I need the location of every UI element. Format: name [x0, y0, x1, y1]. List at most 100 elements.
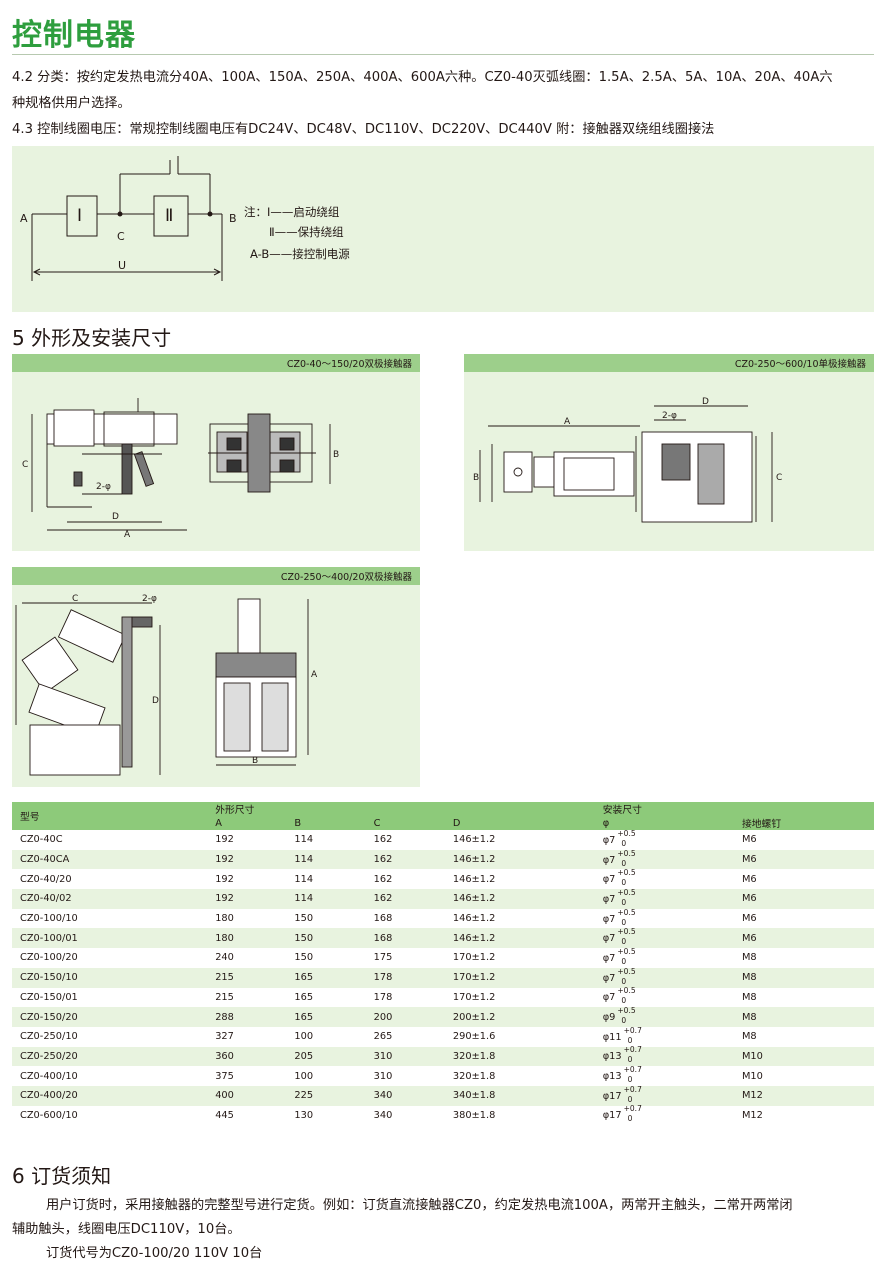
phi-value: φ7	[602, 952, 616, 964]
cell-screw: M6	[733, 928, 874, 949]
cell-c: 162	[365, 869, 445, 890]
tolerance-lower: 0	[621, 878, 627, 888]
cell-c: 162	[365, 830, 445, 850]
cell-c: 162	[365, 889, 445, 909]
cell-a: 445	[207, 1105, 287, 1126]
cell-screw: M6	[733, 869, 874, 890]
cell-model: CZ0-40CA	[12, 849, 208, 870]
cell-model: CZ0-100/20	[12, 948, 208, 968]
tolerance-upper: +0.5	[617, 868, 636, 878]
cell-c: 265	[365, 1026, 445, 1047]
tolerance-lower: 0	[621, 917, 627, 927]
phi-value: φ7	[602, 992, 616, 1004]
cell-screw: M6	[733, 908, 874, 929]
tolerance-lower: 0	[621, 838, 627, 848]
cell-screw: M12	[733, 1085, 874, 1106]
phi-value: φ7	[602, 933, 616, 945]
cell-c: 310	[365, 1046, 445, 1067]
phi-value: φ7	[602, 834, 616, 846]
cell-screw: M8	[733, 967, 874, 988]
tolerance-upper: +0.5	[617, 828, 636, 838]
dim-d-1: D	[112, 512, 119, 522]
tolerance-lower: 0	[627, 1114, 633, 1124]
cell-model: CZ0-100/10	[12, 908, 208, 929]
cell-a: 360	[207, 1046, 287, 1067]
tolerance-upper: +0.5	[617, 1006, 636, 1016]
dim-phi-3: 2-φ	[142, 594, 157, 604]
note-hold-winding: Ⅱ——保持绕组	[269, 225, 344, 239]
th-c: C	[365, 816, 445, 830]
tolerance-upper: +0.5	[617, 966, 636, 976]
cell-a: 288	[207, 1007, 287, 1027]
cell-model: CZ0-600/10	[12, 1105, 208, 1126]
tolerance-lower: 0	[621, 1016, 627, 1026]
cell-d: 146±1.2	[444, 928, 595, 949]
phi-value: φ13	[602, 1051, 622, 1063]
cell-b: 114	[286, 889, 366, 909]
cell-screw: M8	[733, 1026, 874, 1047]
cell-a: 215	[207, 967, 287, 988]
phi-value: φ17	[602, 1110, 622, 1122]
cell-c: 168	[365, 908, 445, 929]
dim-b-2: B	[473, 473, 479, 483]
cell-a: 327	[207, 1026, 287, 1047]
th-b: B	[286, 816, 366, 830]
cell-model: CZ0-40/02	[12, 889, 208, 909]
cell-d: 320±1.8	[444, 1046, 595, 1067]
cell-b: 165	[286, 967, 366, 988]
cell-b: 150	[286, 908, 366, 929]
cell-d: 200±1.2	[444, 1007, 595, 1027]
cell-model: CZ0-150/01	[12, 987, 208, 1008]
phi-value: φ7	[602, 972, 616, 984]
cell-b: 100	[286, 1066, 366, 1086]
panel-3-title: CZ0-250～400/20双极接触器	[280, 572, 412, 583]
coil-wiring-diagram: A B C U Ⅰ Ⅱ 注：Ⅰ——启动绕组 Ⅱ——保持绕组 A-B——接控制电源	[20, 156, 350, 281]
label-u: U	[118, 259, 126, 272]
cell-c: 340	[365, 1085, 445, 1106]
cell-d: 146±1.2	[444, 849, 595, 870]
tolerance-upper: +0.7	[623, 1104, 642, 1114]
cell-c: 310	[365, 1066, 445, 1086]
label-b: B	[229, 212, 237, 225]
dim-b-1: B	[333, 450, 339, 460]
coil-1-label: Ⅰ	[77, 206, 82, 226]
th-d: D	[444, 816, 595, 830]
order-para-1-cont: 辅助触头，线圈电压DC110V，10台。	[12, 1222, 241, 1237]
cell-screw: M10	[733, 1066, 874, 1086]
phi-value: φ9	[602, 1012, 616, 1024]
section-6-heading: 6 订货须知	[12, 1164, 112, 1188]
cell-b: 100	[286, 1026, 366, 1047]
tolerance-lower: 0	[627, 1055, 633, 1065]
para-4-2-cont: 种规格供用户选择。	[12, 96, 131, 111]
dim-c-3: C	[72, 594, 78, 604]
cell-d: 320±1.8	[444, 1066, 595, 1086]
para-4-2: 4.2 分类：按约定发热电流分40A、100A、150A、250A、400A、6…	[12, 70, 833, 85]
cell-model: CZ0-40C	[12, 830, 208, 850]
cell-d: 146±1.2	[444, 889, 595, 909]
cell-b: 150	[286, 948, 366, 968]
tolerance-upper: +0.5	[617, 946, 636, 956]
cell-d: 170±1.2	[444, 967, 595, 988]
cell-screw: M6	[733, 849, 874, 870]
tolerance-lower: 0	[621, 996, 627, 1006]
